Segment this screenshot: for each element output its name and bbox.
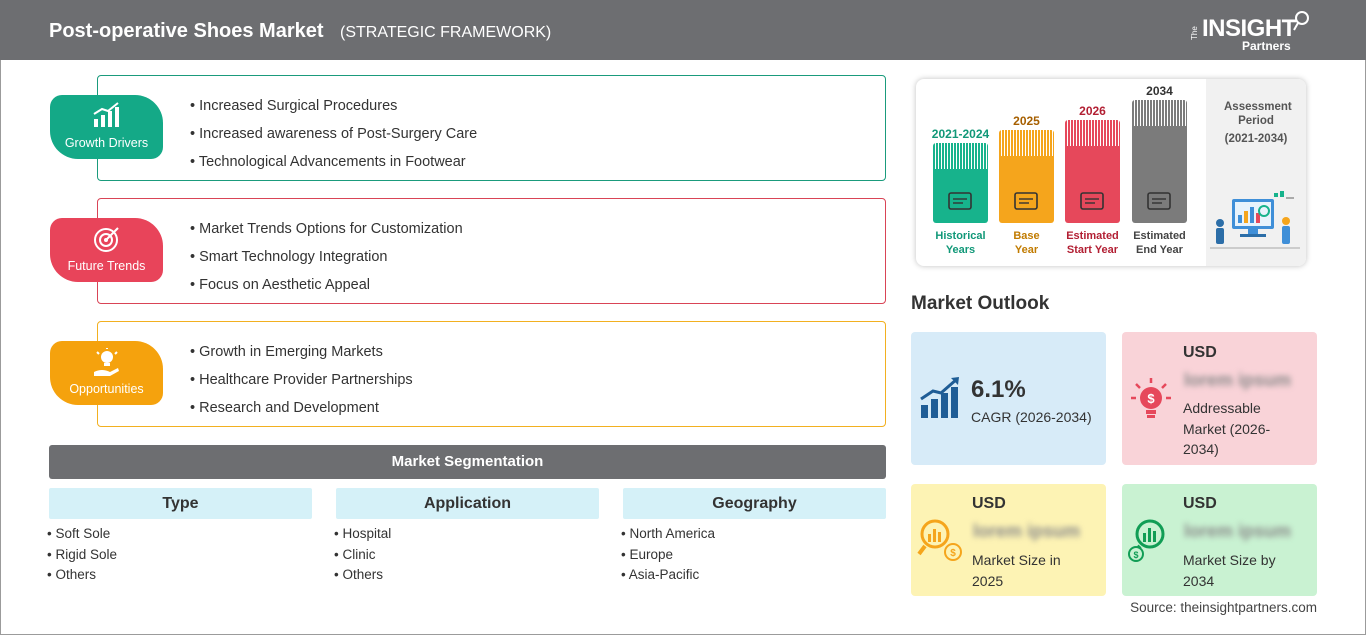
presentation-icon	[1147, 192, 1171, 210]
list-item: Asia-Pacific	[621, 565, 715, 586]
logo-partners: Partners	[1242, 39, 1291, 53]
timeline-year-label: 2026	[1079, 104, 1106, 118]
list-item: Smart Technology Integration	[190, 243, 463, 271]
magnifier-coin-icon: $	[1128, 519, 1165, 562]
usd-label: USD	[972, 495, 1006, 512]
header-bar: Post-operative Shoes Market (STRATEGIC F…	[0, 0, 1366, 60]
page-subtitle: (STRATEGIC FRAMEWORK)	[340, 24, 552, 41]
size-2034-desc: Market Size by 2034	[1183, 552, 1276, 589]
market-size-2025-card: $ USD lorem ipsum Market Size in 2025	[911, 484, 1106, 596]
opportunities-list: Growth in Emerging Markets Healthcare Pr…	[190, 338, 413, 422]
list-item: Europe	[621, 545, 715, 566]
badge-label: Growth Drivers	[64, 136, 149, 150]
list-item: Technological Advancements in Footwear	[190, 148, 477, 176]
lightbulb-hand-icon	[94, 348, 119, 376]
list-item: Growth in Emerging Markets	[190, 338, 413, 366]
list-item: North America	[621, 524, 715, 545]
list-item: Soft Sole	[47, 524, 117, 545]
addressable-market-card: $ USD lorem ipsum Addressable Market (20…	[1122, 332, 1317, 465]
timeline-bar	[1065, 120, 1120, 223]
segment-list-geography: North America Europe Asia-Pacific	[621, 524, 715, 586]
usd-label: USD	[1183, 495, 1217, 512]
segment-head-application: Application	[336, 488, 599, 519]
bar-chart-growth-icon	[920, 377, 959, 418]
svg-text:$: $	[950, 548, 956, 559]
size-2025-value: lorem ipsum	[973, 521, 1081, 541]
svg-text:$: $	[1147, 391, 1155, 406]
future-trends-list: Market Trends Options for Customization …	[190, 215, 463, 299]
list-item: Increased Surgical Procedures	[190, 92, 477, 120]
timeline-bar	[1132, 100, 1187, 223]
opportunities-badge: Opportunities	[50, 341, 163, 405]
growth-drivers-list: Increased Surgical Procedures Increased …	[190, 92, 477, 176]
cagr-card: 6.1% CAGR (2026-2034)	[911, 332, 1106, 465]
list-item: Market Trends Options for Customization	[190, 215, 463, 243]
size-2034-value: lorem ipsum	[1184, 521, 1292, 541]
list-item: Others	[47, 565, 117, 586]
chart-growth-icon	[93, 102, 119, 127]
opportunities-box: Growth in Emerging Markets Healthcare Pr…	[97, 321, 886, 427]
list-item: Focus on Aesthetic Appeal	[190, 271, 463, 299]
addressable-desc: Addressable Market (2026-2034)	[1183, 400, 1271, 457]
assessment-title: Assessment Period	[1224, 101, 1292, 127]
segmentation-title: Market Segmentation	[49, 445, 886, 479]
magnifier-coin-icon: $	[917, 519, 962, 561]
list-item: Increased awareness of Post-Surgery Care	[190, 120, 477, 148]
segment-head-type: Type	[49, 488, 312, 519]
svg-text:$: $	[1133, 550, 1138, 560]
logo-magnifier-icon	[1293, 11, 1309, 31]
timeline-bar	[999, 130, 1054, 223]
list-item: Hospital	[334, 524, 391, 545]
timeline-bar	[933, 143, 988, 223]
money-laptop-icon	[1080, 192, 1104, 210]
list-item: Others	[334, 565, 391, 586]
timeline-year-label: 2034	[1146, 84, 1173, 98]
insight-partners-logo[interactable]: The INSIGHT Partners	[1190, 10, 1320, 54]
timeline-year-label: 2025	[1013, 114, 1040, 128]
segment-head-geography: Geography	[623, 488, 886, 519]
size-2025-desc: Market Size in 2025	[972, 552, 1061, 589]
addressable-value: lorem ipsum	[1184, 370, 1292, 390]
calendar-icon	[1014, 192, 1038, 210]
growth-drivers-box: Increased Surgical Procedures Increased …	[97, 75, 886, 181]
money-bulb-icon: $	[1131, 378, 1171, 418]
source-credit[interactable]: Source: theinsightpartners.com	[1130, 600, 1317, 615]
badge-label: Future Trends	[67, 259, 146, 273]
future-trends-box: Market Trends Options for Customization …	[97, 198, 886, 304]
logo-insight: INSIGHT	[1202, 15, 1296, 42]
cagr-value: 6.1%	[971, 376, 1026, 403]
logo-the: The	[1190, 26, 1199, 40]
list-item: Research and Development	[190, 394, 413, 422]
market-outlook-title: Market Outlook	[911, 293, 1050, 314]
list-item: Clinic	[334, 545, 391, 566]
page-title: Post-operative Shoes Market	[49, 20, 324, 42]
analytics-people-icon	[1210, 191, 1300, 249]
target-icon	[94, 227, 119, 252]
future-trends-badge: Future Trends	[50, 218, 163, 282]
segment-list-application: Hospital Clinic Others	[334, 524, 391, 586]
segment-list-type: Soft Sole Rigid Sole Others	[47, 524, 117, 586]
timeline-year-label: 2021-2024	[931, 127, 990, 141]
growth-drivers-badge: Growth Drivers	[50, 95, 163, 159]
assessment-panel: Assessment Period (2021-2034)	[1206, 79, 1306, 266]
badge-label: Opportunities	[69, 382, 144, 396]
assessment-period: (2021-2034)	[1224, 133, 1288, 145]
market-size-2034-card: $ USD lorem ipsum Market Size by 2034	[1122, 484, 1317, 596]
history-icon	[948, 192, 972, 210]
list-item: Rigid Sole	[47, 545, 117, 566]
usd-label: USD	[1183, 344, 1217, 361]
cagr-label: CAGR (2026-2034)	[971, 409, 1092, 425]
list-item: Healthcare Provider Partnerships	[190, 366, 413, 394]
